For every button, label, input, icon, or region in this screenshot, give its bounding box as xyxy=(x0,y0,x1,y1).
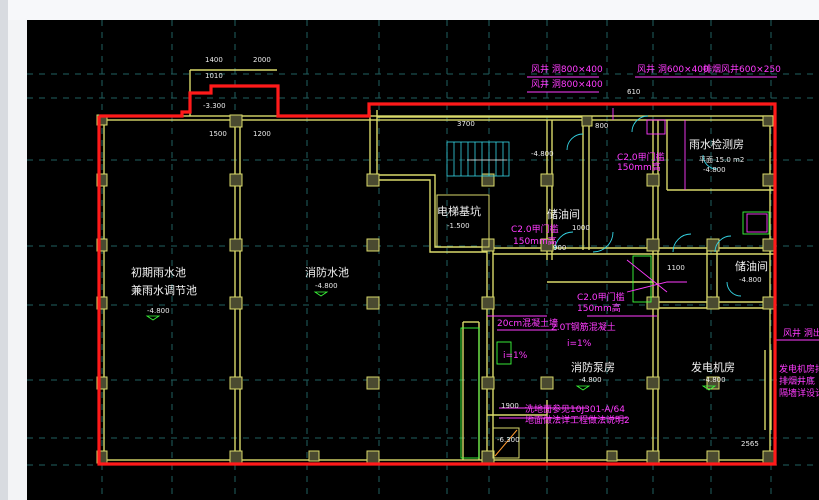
fire-pool-level: -4.800 xyxy=(315,282,338,290)
rain-pool-label-1: 初期雨水池 xyxy=(131,265,186,279)
side-note-1: 风井 洞出风口 xyxy=(783,327,819,339)
slope-1: i=1% xyxy=(567,339,592,349)
dim-610: 610 xyxy=(627,88,640,96)
plan-boundary-outline xyxy=(97,84,777,466)
level-triangle-icon xyxy=(313,291,329,297)
fire-door-1: C2.0甲门槛 xyxy=(617,151,665,163)
fire-door-2b: 150mm高 xyxy=(513,235,557,247)
rain-pool-level: -4.800 xyxy=(147,307,170,315)
fan-tube-2: 风井 洞800×400 xyxy=(531,78,603,90)
ref-note-2: 地面做法详工程做法说明2 xyxy=(525,414,630,426)
dim-2565: 2565 xyxy=(741,440,759,448)
dim-1000: 1000 xyxy=(572,224,590,232)
dim-1100: 1100 xyxy=(667,264,685,272)
side-note-3: 排烟井底 xyxy=(779,375,815,387)
oil-storage-2-level: -4.800 xyxy=(739,276,762,284)
fire-door-2: C2.0甲门槛 xyxy=(511,223,559,235)
fire-door-1b: 150mm高 xyxy=(617,161,661,173)
fan-tube-1: 风井 洞800×400 xyxy=(531,63,603,75)
fire-door-3b: 150mm高 xyxy=(577,302,621,314)
dim-1200: 1200 xyxy=(253,130,271,138)
generator-level: -4.800 xyxy=(703,376,726,384)
dim-1500: 1500 xyxy=(209,130,227,138)
dim-1900: 1900 xyxy=(501,402,519,410)
slope-2: i=1% xyxy=(503,351,528,361)
elevator-pit-label: 电梯基坑 xyxy=(437,204,481,218)
fire-pump-room-label: 消防泵房 xyxy=(571,360,615,374)
stair-level: -4.800 xyxy=(531,150,554,158)
oil-storage-1-label: 储油间 xyxy=(547,207,580,221)
rain-inspection-label: 雨水检测房 xyxy=(689,137,744,151)
top-toolbar-strip xyxy=(8,0,819,20)
fan-tube-3: 风井 洞600×400 xyxy=(637,63,709,75)
dim-1010: 1010 xyxy=(205,72,223,80)
dim-900: 900 xyxy=(553,244,566,252)
level-triangle-icon xyxy=(145,315,161,321)
door-swings xyxy=(554,115,742,297)
level-triangle-icon xyxy=(575,385,591,391)
wall-note: 20cm混凝土墙 xyxy=(497,317,558,329)
structural-columns xyxy=(96,114,776,464)
cad-drawing-viewport[interactable]: 初期雨水池 兼雨水调节池 -4.800 消防水池 -4.800 电梯基坑 -1.… xyxy=(27,20,819,500)
elevator-x-icon xyxy=(436,194,490,248)
slope-note: 2.0T钢筋混凝土 xyxy=(551,321,616,333)
dim-1400: 1400 xyxy=(205,56,223,64)
stair-icon xyxy=(446,141,510,177)
rain-inspection-level: -4.800 xyxy=(703,166,726,174)
fire-pool-label: 消防水池 xyxy=(305,265,349,279)
smoke-tube: 排烟风井600×250 xyxy=(703,63,781,75)
dim-2000: 2000 xyxy=(253,56,271,64)
sump-pit xyxy=(492,427,520,459)
rain-inspection-area: 平面 15.0 m2 xyxy=(699,156,744,164)
side-note-2: 发电机房排风 xyxy=(779,363,819,375)
top-level: -3.300 xyxy=(203,102,226,110)
oil-storage-2-label: 储油间 xyxy=(735,259,768,273)
rain-pool-label-2: 兼雨水调节池 xyxy=(131,284,197,297)
fire-door-3: C2.0甲门槛 xyxy=(577,291,625,303)
floor-plan-drawing[interactable]: 初期雨水池 兼雨水调节池 -4.800 消防水池 -4.800 电梯基坑 -1.… xyxy=(27,20,819,500)
pit-level: -6.300 xyxy=(497,436,520,444)
left-toolbar-strip xyxy=(0,0,8,500)
level-triangle-icon xyxy=(701,385,717,391)
axis-grid xyxy=(27,20,819,500)
dim-3700: 3700 xyxy=(457,120,475,128)
ref-note-1: 洗地面参见10J301-A/64 xyxy=(525,403,625,415)
elevator-pit-level: -1.500 xyxy=(447,222,470,230)
side-note-4: 隔墙详设计 xyxy=(779,387,819,399)
dim-800: 800 xyxy=(595,122,608,130)
annotation-leaders xyxy=(487,76,819,419)
fire-pump-level: -4.800 xyxy=(579,376,602,384)
generator-room-label: 发电机房 xyxy=(691,360,735,374)
